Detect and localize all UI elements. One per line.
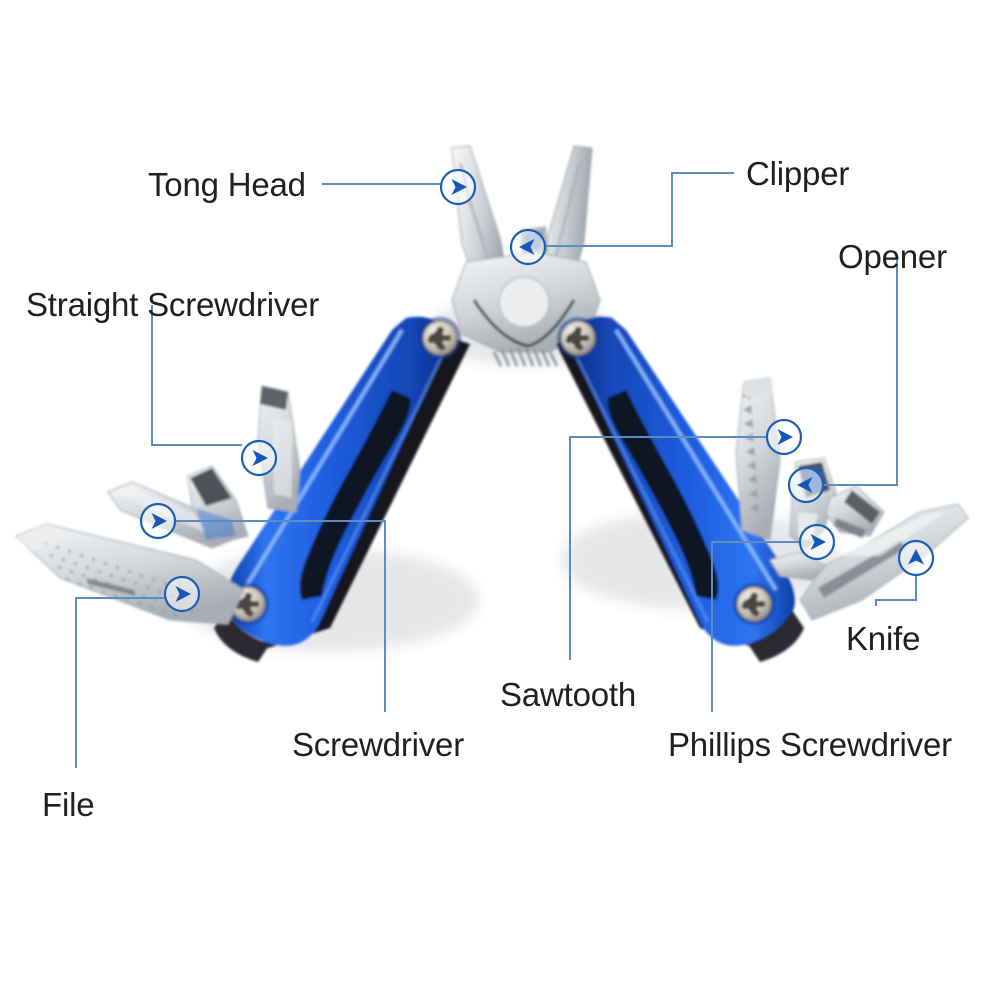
arrow-right-icon (451, 179, 467, 195)
leader-line-clipper (546, 172, 734, 247)
leader-line-knife (875, 576, 917, 606)
callout-label-clipper: Clipper (746, 155, 850, 192)
callout-label-knife: Knife (846, 620, 921, 657)
arrow-right-icon (810, 534, 826, 550)
callout-label-sawtooth: Sawtooth (500, 676, 636, 713)
marker-opener[interactable] (787, 466, 825, 504)
callout-label-tong-head: Tong Head (148, 166, 306, 203)
arrow-up-icon (908, 549, 924, 565)
marker-sawtooth[interactable] (765, 418, 803, 456)
callout-label-phillips-screwdriver: Phillips Screwdriver (668, 726, 952, 763)
arrow-right-icon (777, 429, 793, 445)
arrow-right-icon (252, 450, 268, 466)
leader-line-straight-screwdriver (151, 305, 242, 446)
leader-line-screwdriver (175, 520, 386, 712)
marker-file[interactable] (163, 575, 201, 613)
callout-label-file: File (42, 786, 95, 823)
leader-line-phillips-screwdriver (711, 541, 801, 712)
arrow-right-icon (175, 586, 191, 602)
arrow-right-icon (151, 513, 167, 529)
marker-clipper[interactable] (509, 228, 547, 266)
arrow-left-icon (519, 239, 535, 255)
marker-straight-screwdriver[interactable] (240, 439, 278, 477)
marker-screwdriver[interactable] (139, 502, 177, 540)
leader-line-sawtooth (569, 436, 768, 660)
marker-phillips-screwdriver[interactable] (798, 523, 836, 561)
callout-label-opener: Opener (838, 238, 947, 275)
marker-knife[interactable] (897, 539, 935, 577)
leader-line-opener (823, 260, 898, 486)
leader-line-file (75, 597, 166, 768)
marker-tong-head[interactable] (439, 168, 477, 206)
arrow-left-icon (797, 477, 813, 493)
callout-label-screwdriver: Screwdriver (292, 726, 465, 763)
callout-label-straight-screwdriver: Straight Screwdriver (26, 286, 320, 323)
